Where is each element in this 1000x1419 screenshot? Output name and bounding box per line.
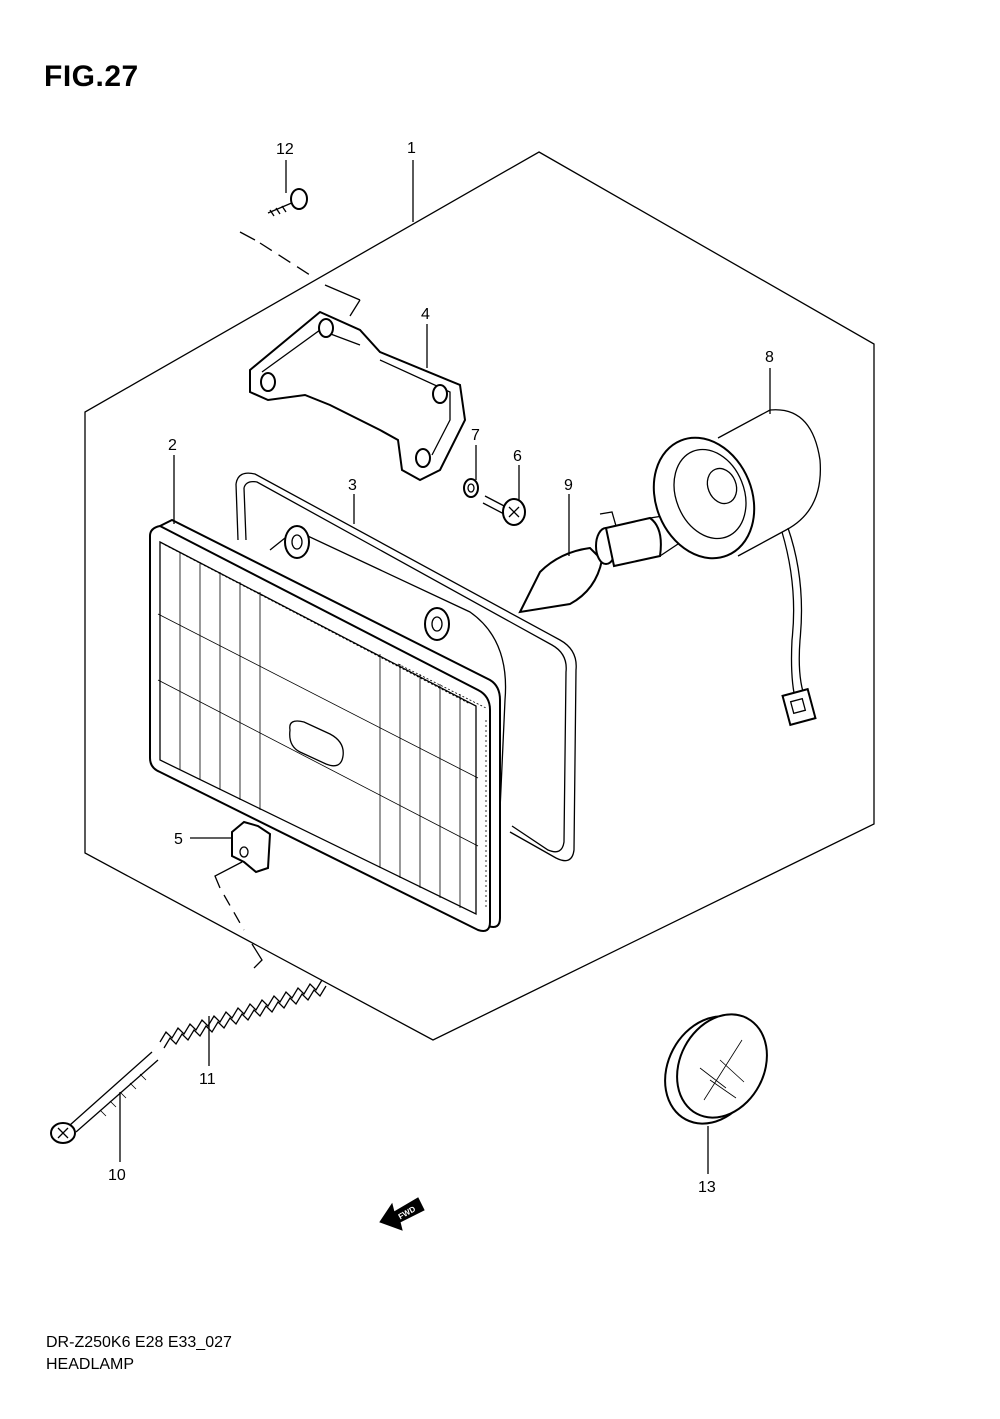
spring-part-11 xyxy=(159,979,327,1049)
bulb-part-9 xyxy=(518,511,685,614)
callout-3: 3 xyxy=(348,477,357,494)
screw-part-12 xyxy=(239,188,361,317)
callout-11: 11 xyxy=(199,1071,216,1088)
cap-part-13 xyxy=(664,1013,768,1125)
callout-5: 5 xyxy=(174,831,183,848)
callout-7: 7 xyxy=(471,427,480,444)
callout-1: 1 xyxy=(407,140,416,157)
callout-6: 6 xyxy=(513,448,522,465)
figure-title: FIG.27 xyxy=(44,60,139,93)
callout-2: 2 xyxy=(168,437,177,454)
fwd-arrow-icon: FWD xyxy=(379,1197,425,1231)
callout-9: 9 xyxy=(564,477,573,494)
bracket-part-4 xyxy=(249,310,467,482)
callout-4: 4 xyxy=(421,306,430,323)
footer: DR-Z250K6 E28 E33_027 HEADLAMP xyxy=(46,1332,232,1376)
callout-12: 12 xyxy=(276,141,294,158)
assembly-boundary xyxy=(84,151,875,1041)
callout-8: 8 xyxy=(765,349,774,366)
clip-part-5 xyxy=(214,820,272,969)
diagram-code: DR-Z250K6 E28 E33_027 xyxy=(46,1334,232,1351)
diagram-name: HEADLAMP xyxy=(46,1356,135,1373)
callout-13: 13 xyxy=(698,1179,716,1196)
screw-part-10 xyxy=(50,1051,159,1144)
callout-10: 10 xyxy=(108,1167,126,1184)
washer-part-7 xyxy=(463,478,479,498)
socket-part-8 xyxy=(652,409,822,727)
headlamp-lens-part-2 xyxy=(149,518,507,932)
gasket-part-3 xyxy=(235,472,577,862)
leader-lines xyxy=(119,160,771,1174)
screw-part-6 xyxy=(482,495,526,526)
